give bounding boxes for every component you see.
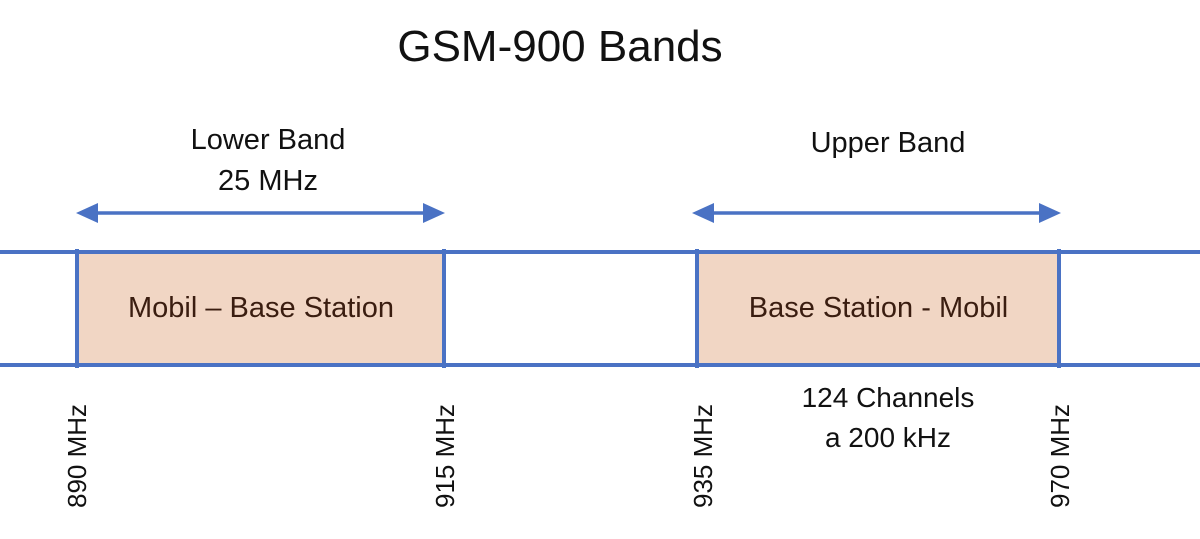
boundary-line-935 [695,249,699,368]
freq-label-915: 915 MHz [430,403,460,508]
lower-band-label: Lower Band 25 MHz [118,120,418,202]
upper-band-name: Upper Band [810,127,966,159]
spectrum-top-line [0,250,1200,254]
lower-band-width: 25 MHz [218,165,318,197]
channel-spacing: a 200 kHz [824,422,952,453]
upper-band-box: Base Station - Mobil [698,253,1059,364]
upper-band-label: Upper Band [738,123,1038,164]
boundary-line-970 [1057,249,1061,368]
diagram-title: GSM-900 Bands [397,22,723,71]
boundary-line-915 [442,249,446,368]
spectrum-bottom-line [0,363,1200,367]
freq-label-970: 970 MHz [1045,403,1075,508]
upper-band-arrow [692,203,1061,223]
lower-band-box-text: Mobil – Base Station [128,292,394,324]
channels-annotation: 124 Channels a 200 kHz [738,378,1038,458]
lower-band-name: Lower Band [190,124,346,156]
freq-label-890: 890 MHz [62,403,92,508]
upper-band-box-text: Base Station - Mobil [748,292,1009,324]
boundary-line-890 [75,249,79,368]
channels-count: 124 Channels [801,382,975,413]
lower-band-box: Mobil – Base Station [78,253,444,364]
freq-label-935: 935 MHz [688,403,718,508]
lower-band-arrow [76,203,445,223]
